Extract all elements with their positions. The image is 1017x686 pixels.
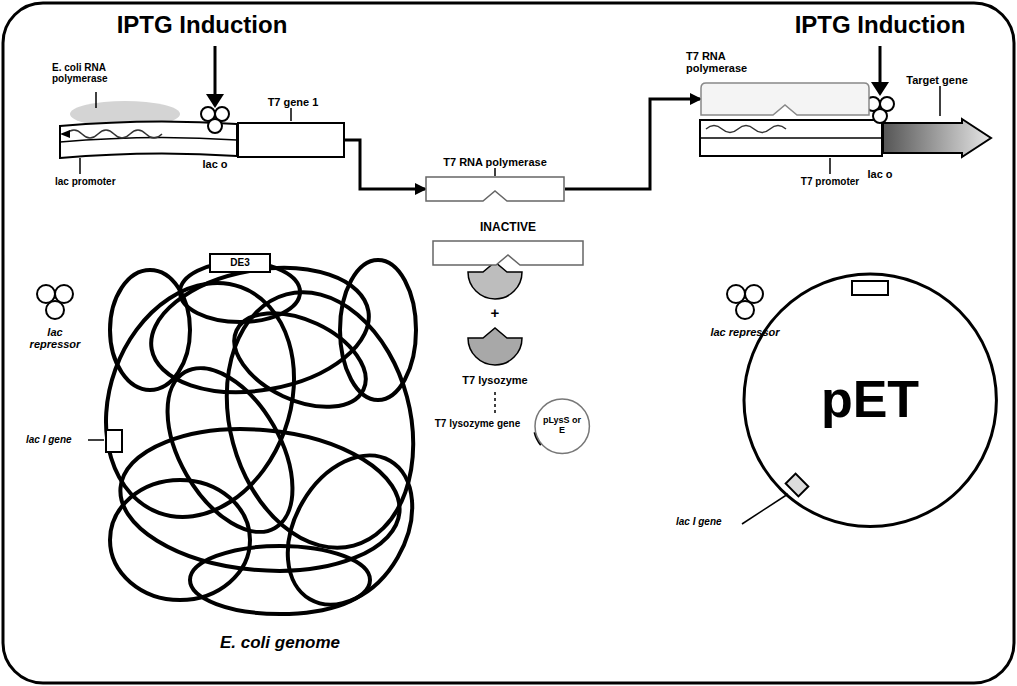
text-label: lac I gene — [676, 516, 742, 527]
polymerase-box-outline — [425, 176, 565, 202]
target-gene-arrow: Target gene — [882, 118, 992, 158]
text-label: T7 lysozyme gene — [425, 418, 530, 429]
text-label: lac repressor — [22, 326, 88, 350]
target-gene-arrow-outline — [882, 118, 992, 158]
text-label: lac I gene — [26, 434, 88, 445]
text-label: E. coli RNA polymerase — [52, 62, 132, 84]
flow-arrow — [345, 140, 425, 189]
text-label: T7 lysozyme — [430, 374, 560, 386]
node-text: Target gene — [887, 74, 987, 86]
text-label: IPTG Induction — [770, 12, 990, 38]
node-text: pET — [770, 371, 970, 428]
text-label: T7 promoter — [790, 176, 870, 187]
polymerase-box: T7 RNA polymerase — [425, 176, 565, 202]
text-label: E. coli genome — [170, 634, 390, 653]
text-label: + — [485, 305, 505, 322]
node-text: T7 RNA polymerase — [430, 156, 560, 168]
text-label: lac promoter — [55, 176, 135, 187]
text-label: lac o — [860, 168, 900, 180]
gene-box: T7 gene 1 — [237, 122, 345, 158]
inactive-box: INACTIVE — [432, 240, 584, 266]
node-text: T7 RNA polymerase — [686, 50, 756, 74]
node-text: INACTIVE — [438, 221, 578, 234]
plasmid-circle: pLysS or E — [534, 398, 590, 454]
node-text: T7 gene 1 — [243, 96, 343, 108]
text-label: DE3 — [215, 257, 265, 268]
text-label: lac o — [195, 158, 235, 170]
plasmid-circle: pET — [742, 272, 998, 528]
inactive-box-outline — [432, 240, 584, 266]
polymerase-shape: T7 RNA polymerase — [700, 82, 870, 116]
flow-arrow — [565, 99, 700, 189]
text-label: lac repressor — [708, 326, 782, 338]
polymerase-shape-outline — [700, 82, 870, 116]
text-label: IPTG Induction — [92, 12, 312, 38]
node-text: pLysS or E — [540, 416, 584, 436]
